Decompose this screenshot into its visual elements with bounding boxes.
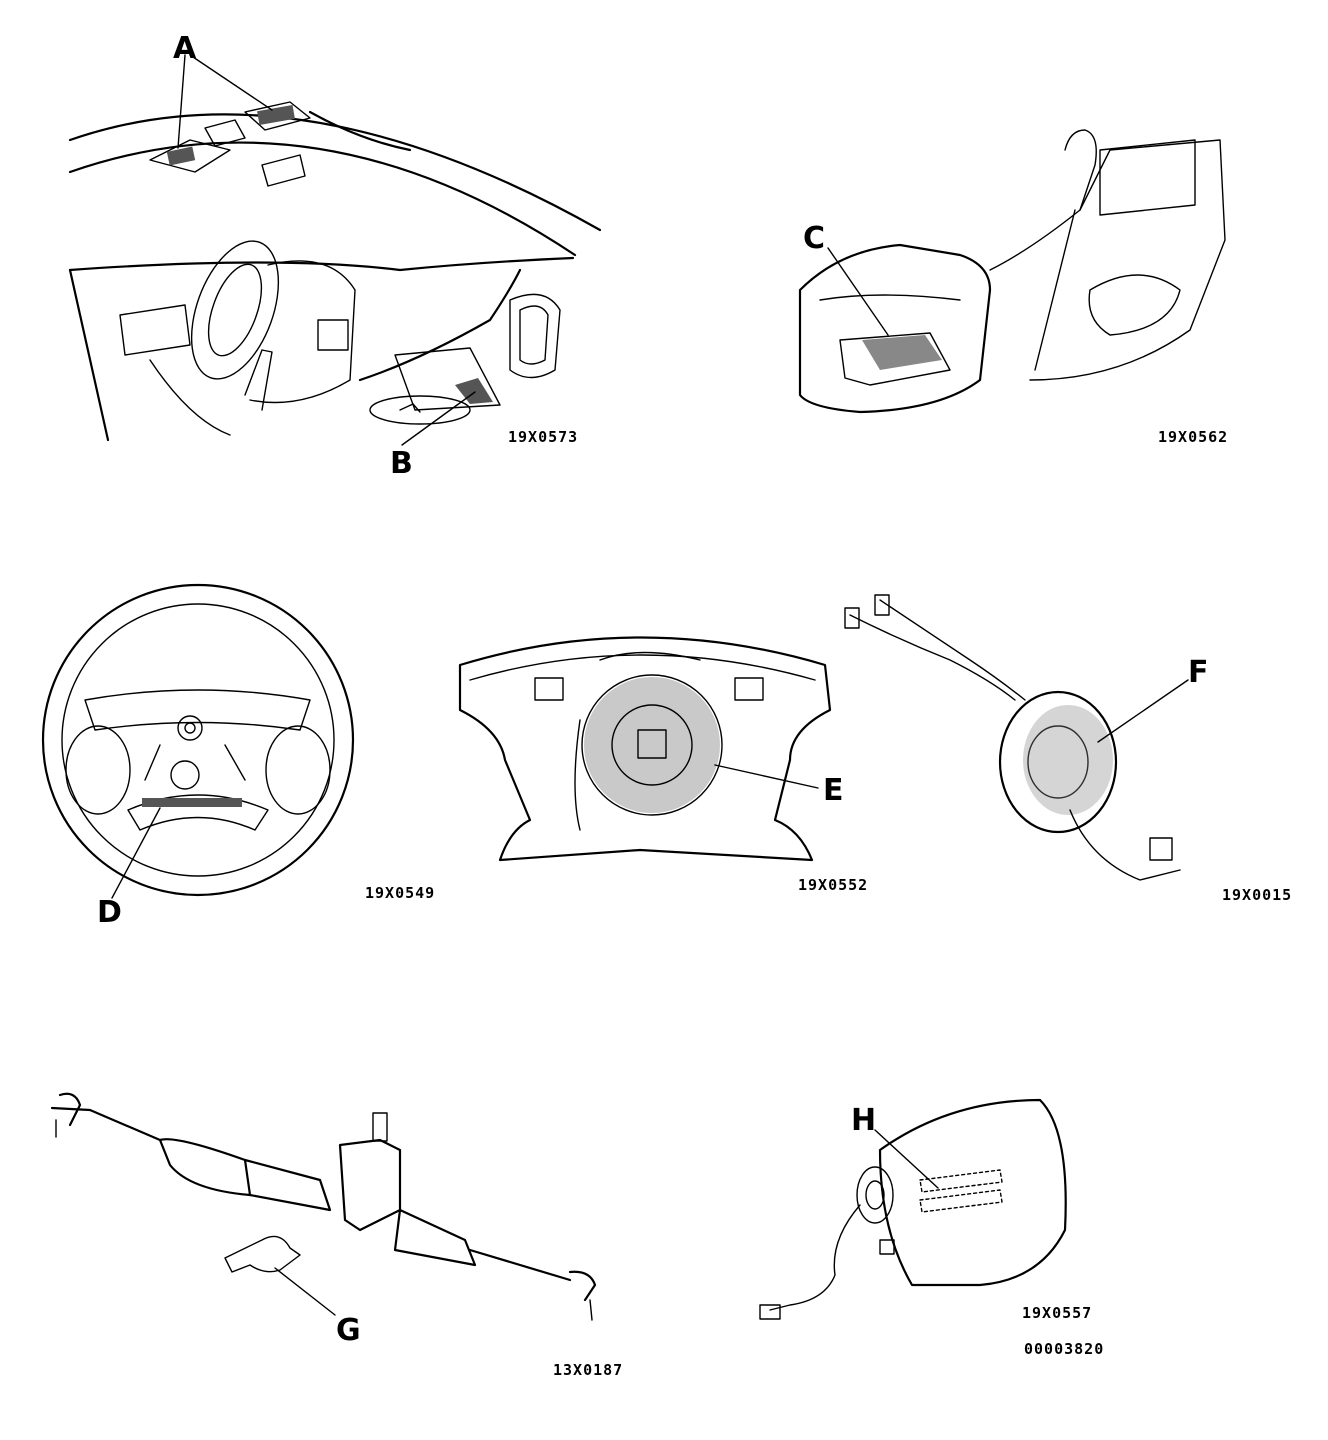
label-b: B	[390, 446, 413, 481]
label-f: F	[1188, 655, 1209, 690]
figure-code-passenger-airbag: 19X0557	[1022, 1304, 1092, 1322]
document-number: 00003820	[1024, 1340, 1104, 1358]
label-a: A	[173, 31, 197, 66]
center-console-illustration	[798, 129, 1226, 414]
label-h: H	[851, 1103, 876, 1138]
figure-code-steering-wheel: 19X0549	[365, 884, 435, 902]
airbag-module-illustration	[458, 636, 832, 862]
steering-wheel-illustration	[41, 583, 355, 899]
figure-code-airbag-module: 19X0552	[798, 876, 868, 894]
figure-code-clock-spring: 19X0015	[1222, 886, 1292, 904]
dashboard-illustration	[68, 54, 602, 446]
label-d: D	[97, 895, 122, 930]
figure-code-steering-rack: 13X0187	[553, 1361, 623, 1379]
passenger-airbag-illustration	[759, 1098, 1067, 1320]
figure-code-dashboard: 19X0573	[508, 428, 578, 446]
figure-code-console: 19X0562	[1158, 428, 1228, 446]
clock-spring-illustration	[844, 594, 1189, 881]
label-g: G	[336, 1313, 361, 1348]
steering-rack-illustration	[50, 1092, 597, 1321]
label-e: E	[823, 773, 844, 808]
label-c: C	[803, 221, 825, 256]
